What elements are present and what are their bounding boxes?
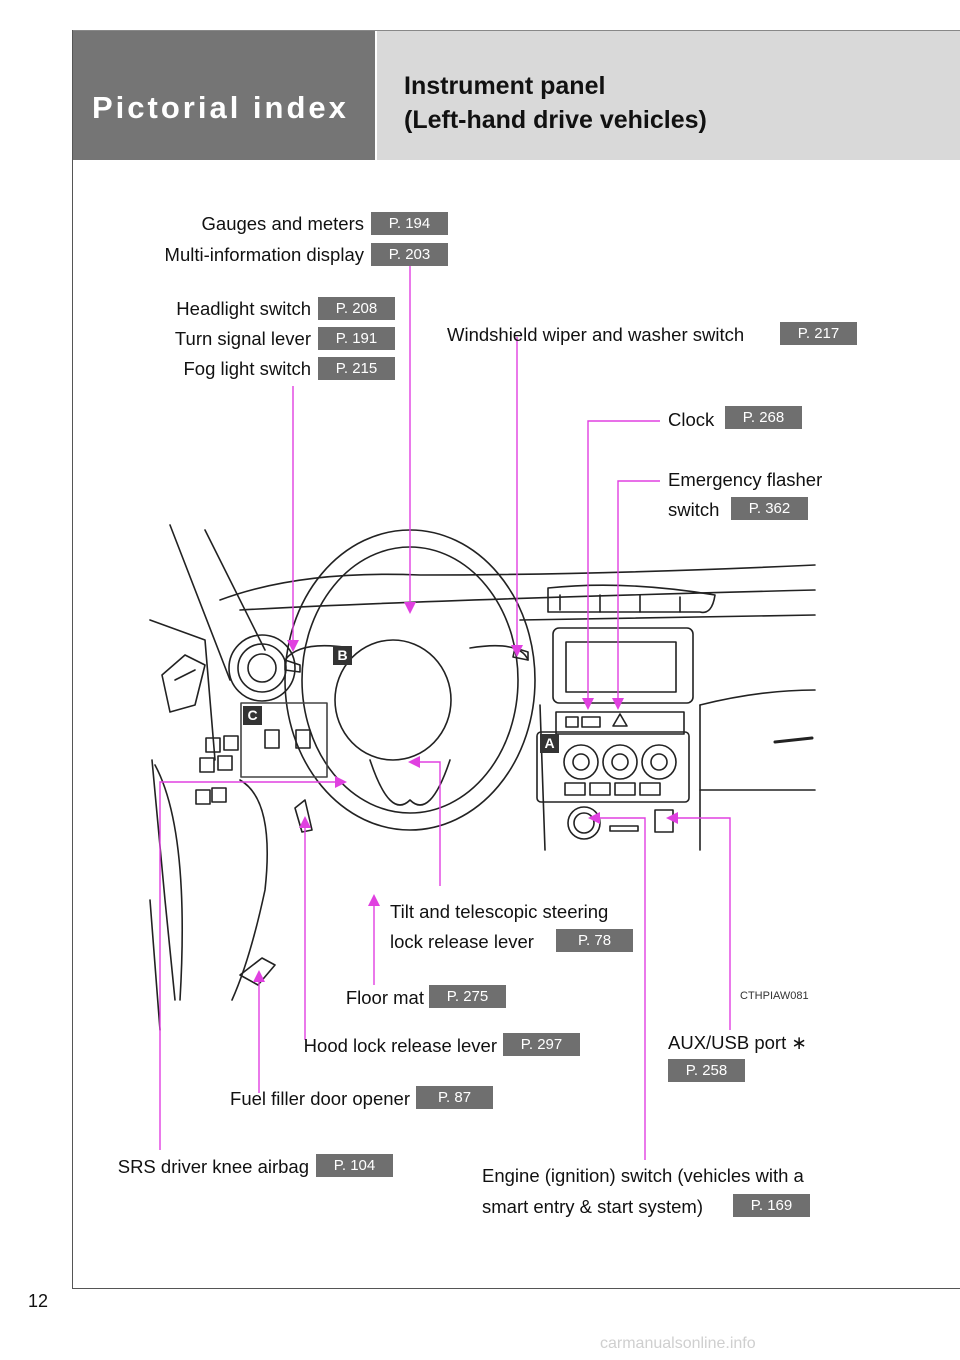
- label-emergency: switch: [668, 499, 720, 520]
- label-aux-usb: AUX/USB port ∗: [668, 1032, 807, 1053]
- page-ref-fog[interactable]: P. 215: [318, 357, 395, 380]
- label-multi-info: Multi-information display: [164, 244, 364, 265]
- page-ref-hood[interactable]: P. 297: [503, 1033, 580, 1056]
- frame-bottom-rule: [72, 1288, 960, 1289]
- label-engine: smart entry & start system): [482, 1196, 704, 1217]
- leader-emergency: [617, 480, 660, 708]
- page-ref-headlight[interactable]: P. 208: [318, 297, 395, 320]
- page-ref-tilt[interactable]: P. 78: [556, 929, 633, 952]
- label-floor-mat: Floor mat: [345, 987, 424, 1008]
- label-knee-airbag: SRS driver knee airbag: [117, 1156, 309, 1177]
- page-ref-gauges[interactable]: P. 194: [371, 212, 448, 235]
- section-header: [73, 31, 375, 160]
- label-headlight: Headlight switch: [176, 298, 311, 319]
- label-turn-signal: Turn signal lever: [174, 328, 311, 349]
- leader-tilt: [410, 761, 441, 886]
- page-ref-turn-signal[interactable]: P. 191: [318, 327, 395, 350]
- page-ref-clock[interactable]: P. 268: [725, 406, 802, 429]
- page-ref-aux-usb[interactable]: P. 258: [668, 1059, 745, 1082]
- callout-b: B: [333, 646, 352, 665]
- label-engine-line1: Engine (ignition) switch (vehicles with …: [482, 1165, 804, 1186]
- dashboard-drawing: [149, 524, 816, 1031]
- label-hood: Hood lock release lever: [303, 1035, 497, 1056]
- page-ref-floor-mat[interactable]: P. 275: [429, 985, 506, 1008]
- label-emergency-line1: Emergency flasher: [668, 469, 823, 490]
- page-title-line2: (Left-hand drive vehicles): [404, 106, 707, 134]
- label-fuel: Fuel filler door opener: [230, 1088, 410, 1109]
- illustration-code: CTHPIAW081: [740, 990, 809, 1002]
- title-header: [377, 31, 960, 160]
- leader-engine: [590, 817, 646, 1160]
- leader-clock: [587, 420, 660, 708]
- page-ref-multi-info[interactable]: P. 203: [371, 243, 448, 266]
- page-ref-knee-airbag[interactable]: P. 104: [316, 1154, 393, 1177]
- label-wiper: Windshield wiper and washer switch: [447, 324, 745, 345]
- leader-lines: [159, 258, 731, 1160]
- frame-top-rule: [72, 30, 960, 31]
- page-ref-fuel[interactable]: P. 87: [416, 1086, 493, 1109]
- label-gauges: Gauges and meters: [201, 213, 364, 234]
- label-fog: Fog light switch: [183, 358, 312, 379]
- frame-left-rule: [72, 30, 73, 1288]
- page-ref-engine[interactable]: P. 169: [733, 1194, 810, 1217]
- label-clock: Clock: [668, 409, 715, 430]
- page-ref-emergency[interactable]: P. 362: [731, 497, 808, 520]
- leader-aux: [668, 817, 731, 1030]
- leader-knee-airbag: [159, 781, 345, 1150]
- leader-arrowheads: [253, 602, 678, 982]
- label-tilt-line1: Tilt and telescopic steering: [390, 901, 609, 922]
- section-name: Pictorial index: [92, 90, 349, 125]
- label-tilt: lock release lever: [390, 931, 534, 952]
- footer-watermark: carmanualsonline.info: [600, 1335, 756, 1352]
- page-number: 12: [28, 1291, 49, 1311]
- callout-c: C: [243, 706, 262, 725]
- page-ref-wiper[interactable]: P. 217: [780, 322, 857, 345]
- page-title-line1: Instrument panel: [404, 72, 606, 100]
- callout-a: A: [540, 734, 559, 753]
